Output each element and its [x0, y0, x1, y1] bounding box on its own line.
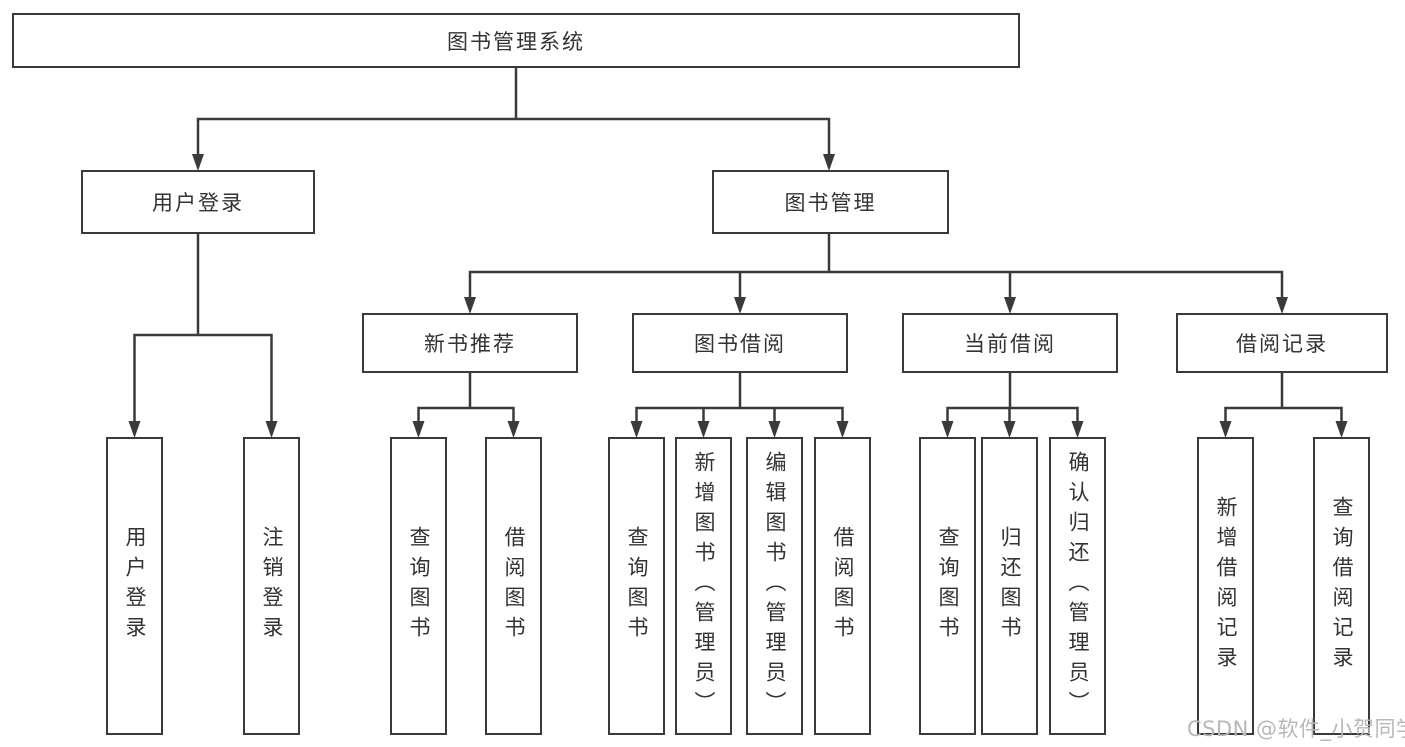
node-system-root: 图书管理系统: [12, 13, 1020, 68]
node-label: 新增借阅记录: [1214, 496, 1238, 676]
node-current-borrow: 当前借阅: [902, 313, 1118, 373]
node-label: 借阅图书: [502, 526, 526, 646]
node-label: 查询图书: [625, 526, 649, 646]
leaf-query-borrow-record: 查询借阅记录: [1313, 437, 1370, 735]
node-new-book-recommend: 新书推荐: [362, 313, 578, 373]
node-book-borrow: 图书借阅: [632, 313, 848, 373]
leaf-edit-book-admin: 编辑图书（管理员）: [746, 437, 803, 735]
leaf-user-login: 用户登录: [106, 437, 163, 735]
leaf-borrow-books-recommend: 借阅图书: [485, 437, 542, 735]
arrowheads: [128, 154, 1348, 438]
leaf-return-books: 归还图书: [981, 437, 1038, 735]
node-label: 查询图书: [407, 526, 431, 646]
node-label: 编辑图书（管理员）: [763, 451, 787, 721]
node-label: 确认归还（管理员）: [1066, 451, 1090, 721]
node-user-login: 用户登录: [81, 170, 315, 234]
node-label: 图书管理系统: [447, 29, 585, 54]
node-label: 借阅记录: [1236, 332, 1328, 356]
node-label: 新增图书（管理员）: [692, 451, 716, 721]
node-label: 用户登录: [152, 191, 244, 215]
node-book-management: 图书管理: [712, 170, 949, 234]
node-label: 归还图书: [998, 526, 1022, 646]
leaf-add-borrow-record: 新增借阅记录: [1197, 437, 1254, 735]
leaf-logout: 注销登录: [243, 437, 300, 735]
node-label: 当前借阅: [964, 332, 1056, 356]
leaf-query-books-current: 查询图书: [919, 437, 976, 735]
node-label: 用户登录: [123, 526, 147, 646]
leaf-confirm-return-admin: 确认归还（管理员）: [1049, 437, 1106, 735]
node-label: 图书管理: [784, 191, 877, 215]
node-label: 注销登录: [260, 526, 284, 646]
leaf-borrow-books: 借阅图书: [814, 437, 871, 735]
leaf-query-books-borrow: 查询图书: [608, 437, 665, 735]
node-borrow-records: 借阅记录: [1176, 313, 1388, 373]
csdn-watermark: CSDN @软件_小贺同学: [1187, 717, 1405, 741]
node-label: 图书借阅: [694, 332, 786, 356]
node-label: 查询借阅记录: [1330, 496, 1354, 676]
leaf-add-book-admin: 新增图书（管理员）: [675, 437, 732, 735]
node-label: 新书推荐: [424, 332, 516, 356]
node-label: 查询图书: [936, 526, 960, 646]
node-label: 借阅图书: [831, 526, 855, 646]
leaf-query-books-recommend: 查询图书: [390, 437, 447, 735]
